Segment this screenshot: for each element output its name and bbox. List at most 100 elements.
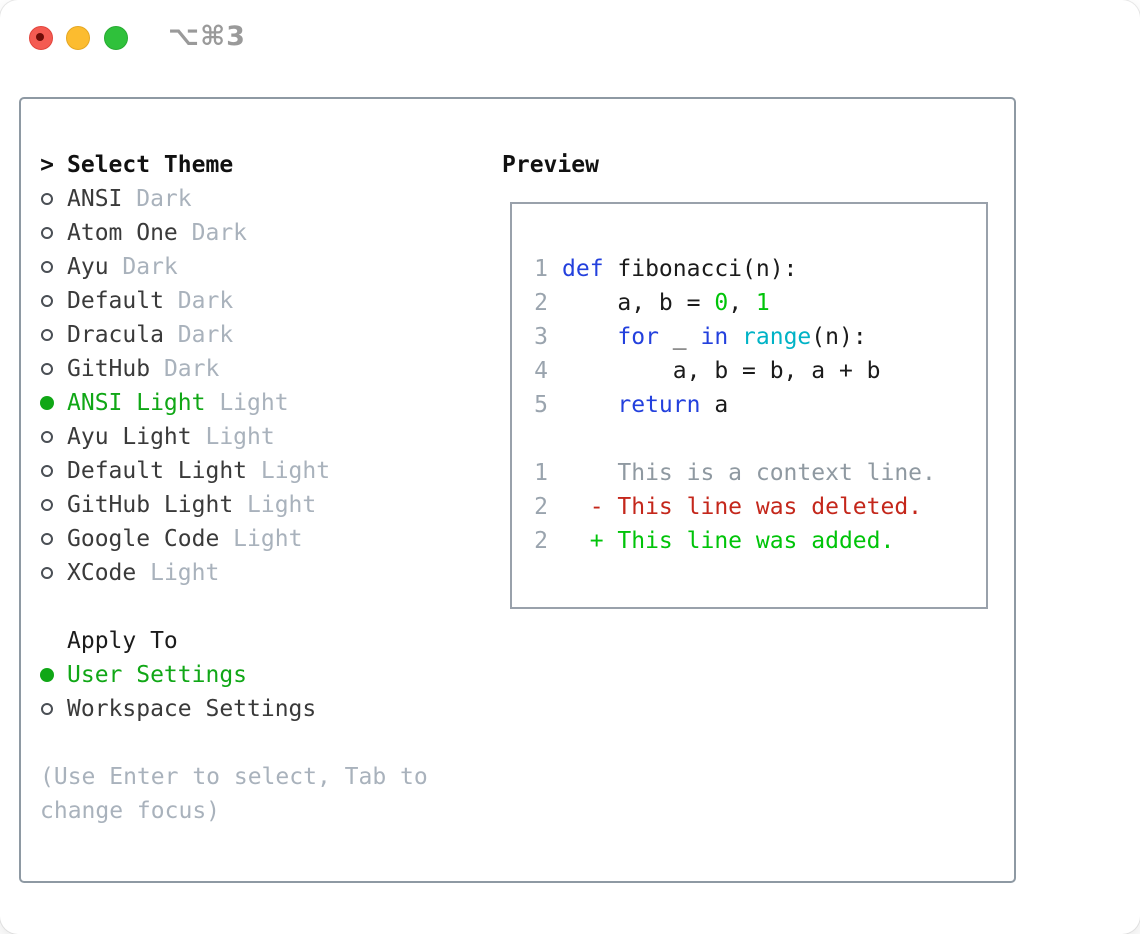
option-tag: Dark [163, 322, 234, 348]
select-theme-header: > Select Theme [40, 148, 470, 182]
option-label: Dracula [67, 322, 164, 348]
spacer [40, 590, 470, 624]
preview-title: Preview [502, 152, 599, 178]
option-label: Google Code [67, 526, 220, 552]
code-text: - This line was deleted. [562, 494, 923, 520]
spacer [40, 726, 470, 760]
option-tag: Light [205, 390, 289, 416]
radio-unselected-icon [40, 329, 54, 341]
option-label: XCode [67, 560, 137, 586]
code-line: 1 def fibonacci(n): [534, 252, 936, 286]
close-dot-icon [36, 33, 44, 41]
code-line: 5 return a [534, 388, 936, 422]
apply-to-title: Apply To [67, 628, 178, 654]
radio-unselected-icon [40, 567, 54, 579]
option-label: Default Light [67, 458, 248, 484]
option-label: Ayu [67, 254, 109, 280]
hint-text: (Use Enter to select, Tab to change focu… [40, 764, 442, 824]
option-label: Workspace Settings [67, 696, 317, 722]
option-tag: Dark [177, 220, 248, 246]
line-number: 3 [534, 324, 548, 350]
code-text: a, b = 0, 1 [562, 290, 770, 316]
option-tag: Light [191, 424, 275, 450]
apply-to-header: Apply To [40, 624, 470, 658]
theme-option-google-code[interactable]: Google Code Light [40, 522, 470, 556]
titlebar: ⌥⌘3 [0, 0, 1140, 75]
option-label: Default [67, 288, 164, 314]
line-number: 5 [534, 392, 548, 418]
window-title: ⌥⌘3 [168, 21, 246, 52]
line-number: 2 [534, 290, 548, 316]
close-button[interactable] [29, 26, 53, 50]
theme-option-github-light[interactable]: GitHub Light Light [40, 488, 470, 522]
theme-option-default[interactable]: Default Dark [40, 284, 470, 318]
radio-unselected-icon [40, 431, 54, 443]
radio-unselected-icon [40, 193, 54, 205]
radio-unselected-icon [40, 703, 54, 715]
code-text: return a [617, 392, 729, 418]
radio-selected-icon [40, 668, 54, 682]
theme-option-dracula[interactable]: Dracula Dark [40, 318, 470, 352]
option-tag: Dark [150, 356, 220, 382]
code-line: 2 - This line was deleted. [534, 490, 936, 524]
option-label: GitHub Light [67, 492, 234, 518]
line-number: 2 [534, 494, 548, 520]
line-number: 1 [534, 256, 548, 282]
option-label: GitHub [67, 356, 151, 382]
radio-unselected-icon [40, 363, 54, 375]
radio-unselected-icon [40, 261, 54, 273]
cursor-prompt-icon: > [40, 152, 54, 178]
line-number: 4 [534, 358, 548, 384]
option-tag: Light [136, 560, 220, 586]
line-number [534, 422, 548, 456]
radio-unselected-icon [40, 533, 54, 545]
option-tag: Light [247, 458, 331, 484]
code-text: for _ in range(n): [617, 324, 867, 350]
theme-option-atom-one[interactable]: Atom One Dark [40, 216, 470, 250]
theme-option-ansi[interactable]: ANSI Dark [40, 182, 470, 216]
option-label: User Settings [67, 662, 248, 688]
maximize-button[interactable] [104, 26, 128, 50]
theme-option-default-light[interactable]: Default Light Light [40, 454, 470, 488]
line-number: 1 [534, 460, 548, 486]
theme-option-github[interactable]: GitHub Dark [40, 352, 470, 386]
option-tag: Dark [108, 254, 178, 280]
option-label: Atom One [67, 220, 178, 246]
option-tag: Light [219, 526, 303, 552]
option-label: ANSI Light [67, 390, 206, 416]
option-tag: Dark [122, 186, 192, 212]
theme-option-ayu[interactable]: Ayu Dark [40, 250, 470, 284]
code-line: 3 for _ in range(n): [534, 320, 936, 354]
theme-option-ayu-light[interactable]: Ayu Light Light [40, 420, 470, 454]
code-line: 1 This is a context line. [534, 456, 936, 490]
radio-unselected-icon [40, 295, 54, 307]
theme-option-xcode[interactable]: XCode Light [40, 556, 470, 590]
option-label: Ayu Light [67, 424, 192, 450]
code-text: a, b = b, a + b [562, 358, 881, 384]
code-line: 2 a, b = 0, 1 [534, 286, 936, 320]
select-theme-title: Select Theme [67, 152, 234, 178]
line-number: 2 [534, 528, 548, 554]
radio-unselected-icon [40, 227, 54, 239]
option-label: ANSI [67, 186, 123, 212]
option-tag: Dark [163, 288, 234, 314]
code-line [534, 422, 936, 456]
apply-option-workspace-settings[interactable]: Workspace Settings [40, 692, 470, 726]
radio-selected-icon [40, 396, 54, 410]
option-tag: Light [233, 492, 317, 518]
code-line: 2 + This line was added. [534, 524, 936, 558]
minimize-button[interactable] [66, 26, 90, 50]
apply-option-user-settings[interactable]: User Settings [40, 658, 470, 692]
code-line: 4 a, b = b, a + b [534, 354, 936, 388]
code-text: def fibonacci(n): [562, 256, 798, 282]
theme-option-ansi-light[interactable]: ANSI Light Light [40, 386, 470, 420]
radio-unselected-icon [40, 499, 54, 511]
radio-unselected-icon [40, 465, 54, 477]
